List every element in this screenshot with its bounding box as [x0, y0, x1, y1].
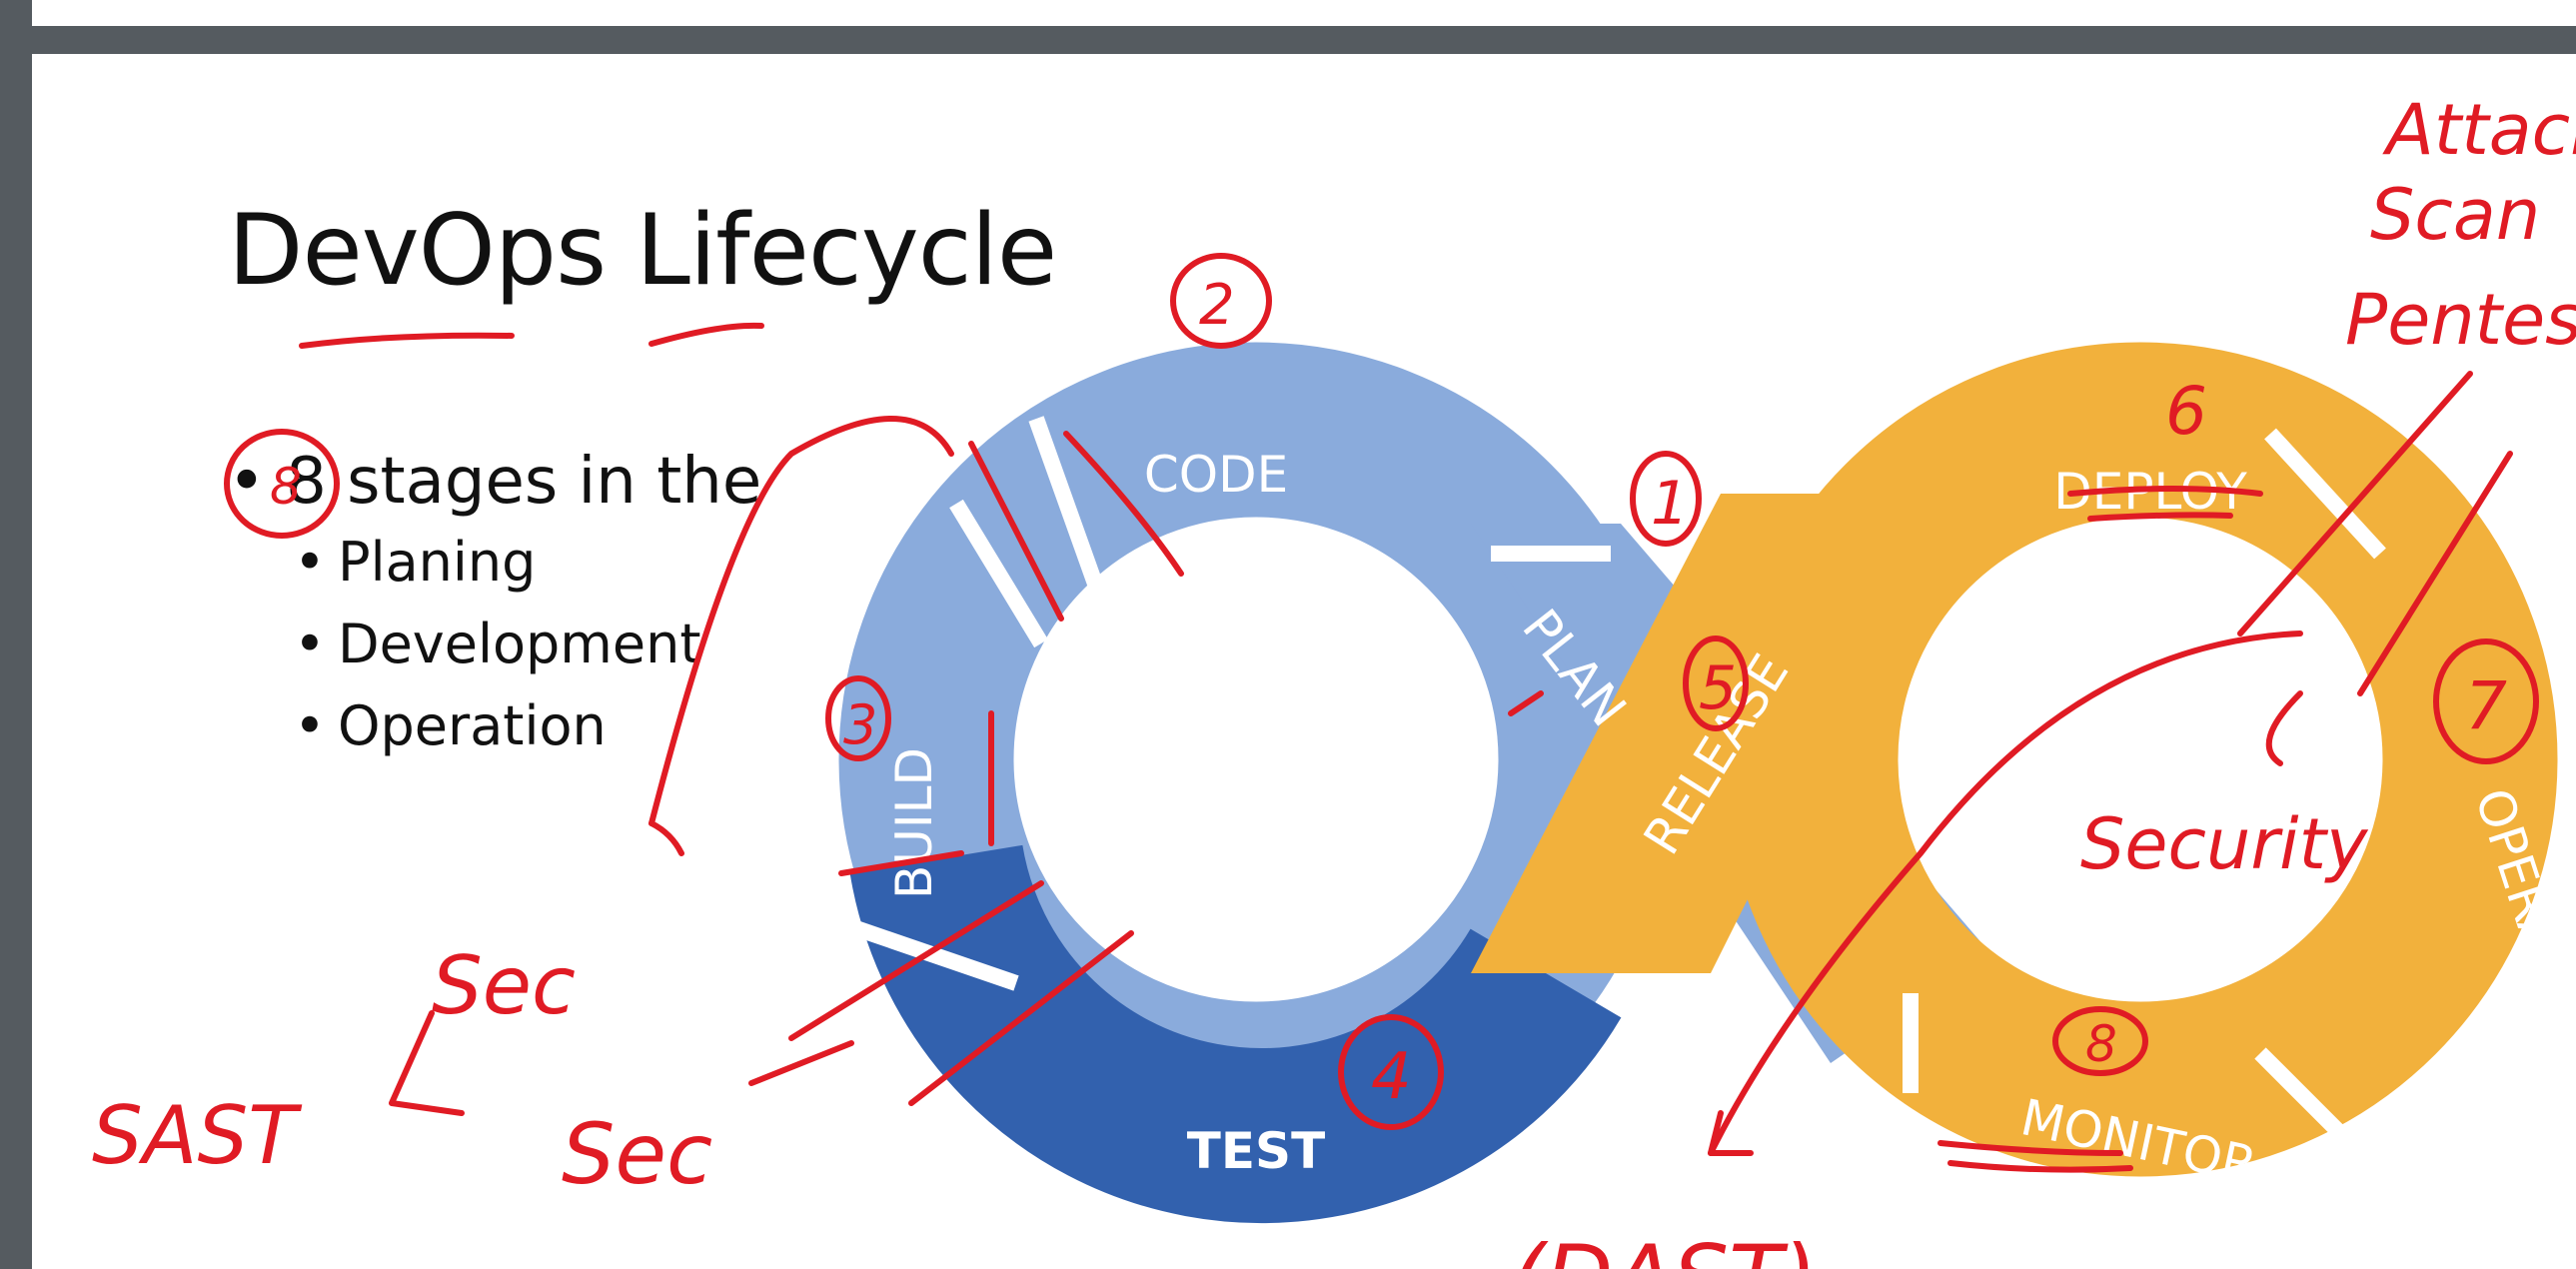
slide-title: DevOps Lifecycle [228, 194, 1057, 308]
devops-lifecycle-diagram: CODE PLAN BUILD TEST RELEASE DEPLOY OPER… [838, 342, 2576, 1224]
stage-deploy-label: DEPLOY [2053, 463, 2247, 521]
stage-code-label: CODE [1144, 446, 1288, 504]
sub-bullet-development: Development [228, 604, 761, 685]
stage-build-label: BUILD [885, 747, 943, 899]
previous-slide-thumbnail[interactable] [32, 0, 2576, 26]
slide-canvas: DevOps Lifecycle • 8 stages in the Plani… [32, 54, 2576, 1269]
sub-bullet-operation: Operation [228, 685, 761, 767]
stage-test-label: TEST [1187, 1122, 1325, 1180]
